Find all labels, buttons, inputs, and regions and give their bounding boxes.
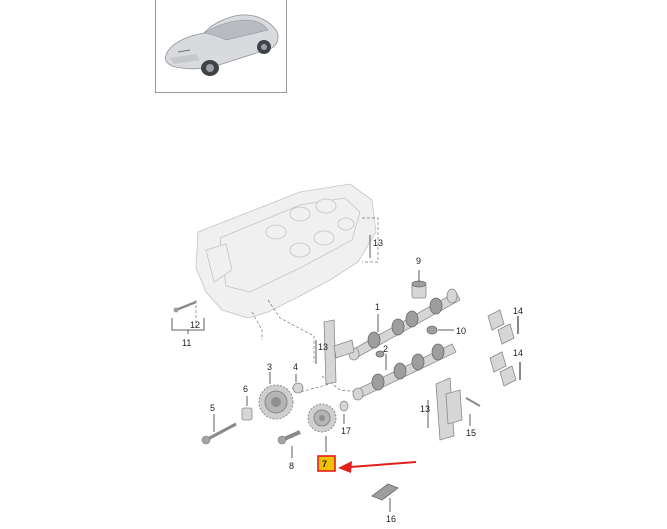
part-10-bushing (426, 325, 454, 335)
part-2-camshaft (352, 343, 457, 401)
callout-2[interactable]: 2 (383, 344, 388, 354)
part-17-ring (339, 400, 349, 412)
part-7-sprocket (307, 403, 337, 433)
bearing-caps-top (487, 309, 519, 345)
callout-6[interactable]: 6 (243, 384, 248, 394)
callout-11[interactable]: 11 (182, 338, 191, 348)
part-6-bush (241, 407, 253, 421)
callout-4[interactable]: 4 (293, 362, 298, 372)
callout-15[interactable]: 15 (466, 428, 476, 438)
part-3-adjuster (258, 384, 294, 420)
part-9-bushing (411, 270, 427, 299)
callout-13-low[interactable]: 13 (420, 404, 430, 414)
callout-label: 13 (373, 238, 383, 248)
callout-17[interactable]: 17 (341, 426, 351, 436)
part-1-camshaft (348, 288, 461, 361)
cylinder-head (195, 183, 377, 319)
callout-13-mid[interactable]: 13 (318, 342, 328, 352)
bearing-caps-bottom (489, 351, 521, 387)
vehicle-thumbnail (155, 0, 287, 93)
callout-7-highlighted[interactable]: 7 (317, 455, 336, 472)
highlight-arrow (338, 461, 417, 473)
car-illustration (164, 14, 279, 76)
callout-14-top[interactable]: 14 (513, 306, 523, 316)
part-12-bolt (173, 300, 197, 313)
callout-3[interactable]: 3 (267, 362, 272, 372)
part-5-bolt (201, 422, 237, 445)
callout-10[interactable]: 10 (456, 326, 466, 336)
callout-1[interactable]: 1 (375, 302, 380, 312)
callout-13-top[interactable]: 13 (369, 235, 383, 258)
callout-14-bottom[interactable]: 14 (513, 348, 523, 358)
part-16-guide (371, 483, 399, 501)
part-4-oring (292, 382, 304, 394)
chain-guide-bracket (323, 319, 355, 385)
callout-5[interactable]: 5 (210, 403, 215, 413)
callout-12[interactable]: 12 (190, 320, 200, 330)
part-15-bracket (435, 377, 481, 441)
part-8-bolt (277, 430, 301, 445)
callout-8[interactable]: 8 (289, 461, 294, 471)
callout-7: 7 (322, 459, 327, 469)
callout-16[interactable]: 16 (386, 514, 396, 524)
callout-9[interactable]: 9 (416, 256, 421, 266)
